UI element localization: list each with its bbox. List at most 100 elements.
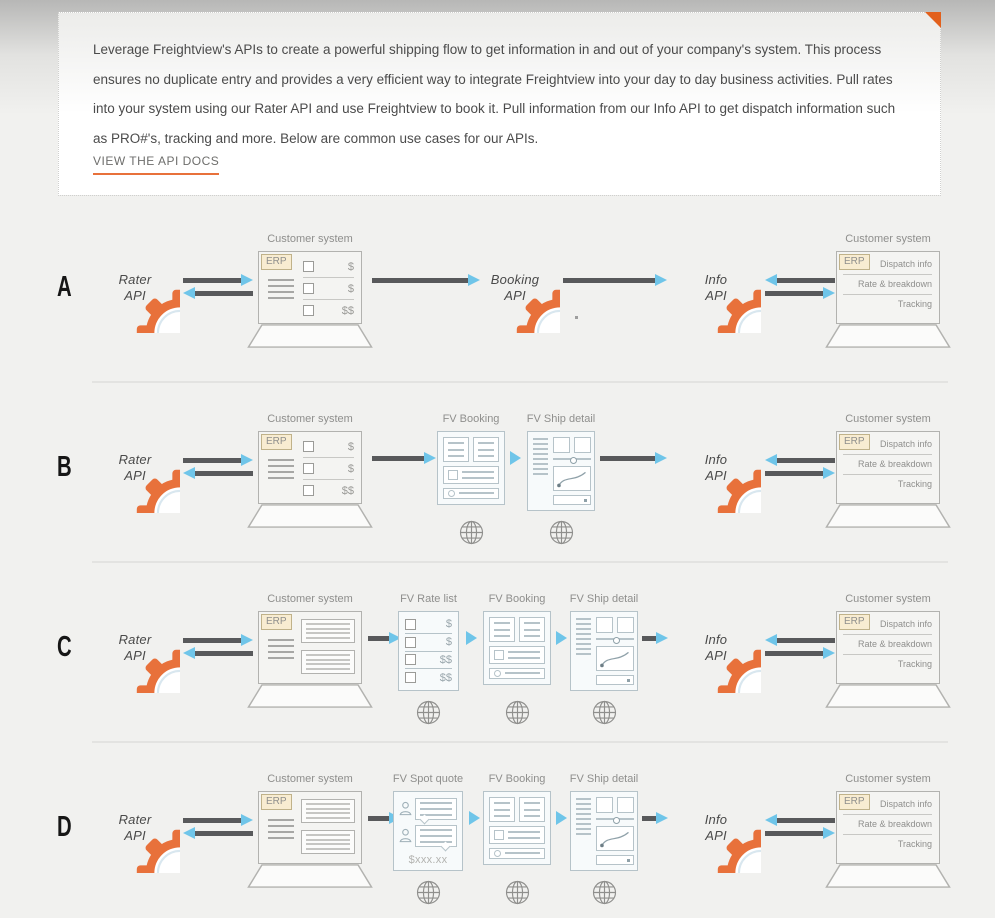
radio-icon xyxy=(494,849,501,857)
line xyxy=(576,833,591,835)
line xyxy=(494,802,510,804)
radio-icon xyxy=(448,489,455,497)
thumbnails xyxy=(596,797,634,813)
component-title: FV Ship detail xyxy=(569,773,639,785)
line xyxy=(576,643,591,645)
arrow-shaft xyxy=(563,277,655,283)
erp-tag: ERP xyxy=(261,434,292,450)
customer-system-laptop: Customer system ERP xyxy=(247,773,373,889)
line xyxy=(306,658,350,661)
arrowhead-icon xyxy=(183,467,195,479)
line xyxy=(306,632,350,635)
arrow-right-icon xyxy=(600,452,667,464)
checkbox-icon xyxy=(303,305,314,316)
gear-label-line: Rater xyxy=(118,632,152,647)
footer-box xyxy=(596,675,634,685)
rater-api-gear: Rater API xyxy=(90,243,180,333)
arrowhead-icon xyxy=(241,634,253,646)
line xyxy=(524,635,540,637)
arrow-left-icon xyxy=(183,827,253,839)
globe-icon xyxy=(415,699,442,726)
erp-tag: ERP xyxy=(261,794,292,810)
info-row: Rate & breakdown xyxy=(843,455,932,475)
amount: $ xyxy=(347,282,354,295)
line xyxy=(533,468,548,470)
slider-icon xyxy=(596,817,634,824)
laptop-screen: ERP Dispatch info Rate & breakdown Track… xyxy=(836,791,940,864)
quote-row xyxy=(399,825,457,852)
exchange-arrows xyxy=(183,814,253,839)
rate-row: $ xyxy=(303,458,354,480)
erp-tag: ERP xyxy=(839,614,870,630)
gear-label: Booking API xyxy=(470,243,560,333)
line xyxy=(478,455,494,457)
customer-system-laptop: Customer system ERP Dispatch info Rate &… xyxy=(825,233,951,349)
arrow-right-icon xyxy=(183,634,253,646)
line xyxy=(576,653,591,655)
arrow-shaft xyxy=(183,637,241,643)
lines xyxy=(508,650,540,659)
arrowhead-icon xyxy=(183,647,195,659)
line xyxy=(524,802,540,804)
laptop-base xyxy=(247,864,373,888)
line xyxy=(576,638,591,640)
component-title: Customer system xyxy=(267,773,353,785)
flow-arrowhead-icon xyxy=(556,811,567,825)
exchange-arrows xyxy=(765,814,835,839)
arrow-shaft xyxy=(777,457,835,463)
menu-lines-icon xyxy=(268,639,294,659)
bubble-tail xyxy=(419,814,430,825)
browser-window xyxy=(483,791,551,865)
gear-label: Info API xyxy=(671,243,761,333)
line xyxy=(494,628,510,631)
rate-row: $ xyxy=(303,256,354,278)
globe-icon xyxy=(591,879,618,906)
arrow-shaft xyxy=(642,815,656,821)
line xyxy=(268,297,294,299)
line xyxy=(576,823,591,825)
line xyxy=(306,843,350,846)
arrow-right-icon xyxy=(368,632,401,644)
line xyxy=(268,285,294,287)
component-title: FV Spot quote xyxy=(392,773,464,785)
person-icon xyxy=(399,828,412,843)
gear-label-line: Booking xyxy=(490,272,540,287)
folded-corner-icon xyxy=(925,12,941,28)
fv-booking-window: FV Booking xyxy=(483,773,551,906)
arrowhead-icon xyxy=(183,287,195,299)
rate-rows: $ $ $$ xyxy=(303,256,354,321)
line xyxy=(524,628,540,631)
row-c-label: C xyxy=(57,631,72,663)
line xyxy=(524,808,540,811)
gear-label-line: Info xyxy=(704,812,728,827)
line xyxy=(533,458,548,460)
component-title: Customer system xyxy=(845,593,931,605)
footer-box xyxy=(553,495,591,505)
line xyxy=(576,803,591,805)
line xyxy=(508,656,540,659)
exchange-arrows xyxy=(183,274,253,299)
laptop-base xyxy=(247,504,373,528)
line xyxy=(508,830,540,833)
line xyxy=(306,834,350,836)
menu-lines-icon xyxy=(268,819,294,839)
gear-label-line: API xyxy=(124,828,146,843)
line xyxy=(420,808,452,810)
fv-booking-window: FV Booking xyxy=(483,593,551,726)
text-box xyxy=(301,830,355,854)
dot xyxy=(584,499,587,502)
laptop: ERP Dispatch info Rate & breakdown Track… xyxy=(825,791,951,889)
gear-label-line: Info xyxy=(704,272,728,287)
customer-system-laptop: Customer system ERP $ $ $$ xyxy=(247,233,373,349)
content-column xyxy=(596,797,634,865)
line xyxy=(533,443,548,445)
arrow-left-icon xyxy=(183,647,253,659)
globe-icon xyxy=(504,879,531,906)
amount: $ xyxy=(347,462,354,475)
view-api-docs-link[interactable]: VIEW THE API DOCS xyxy=(93,154,220,175)
line xyxy=(268,279,294,281)
erp-tag: ERP xyxy=(261,614,292,630)
line xyxy=(478,448,494,451)
fv-ship-detail-window: FV Ship detail xyxy=(570,773,638,906)
line xyxy=(268,291,294,293)
